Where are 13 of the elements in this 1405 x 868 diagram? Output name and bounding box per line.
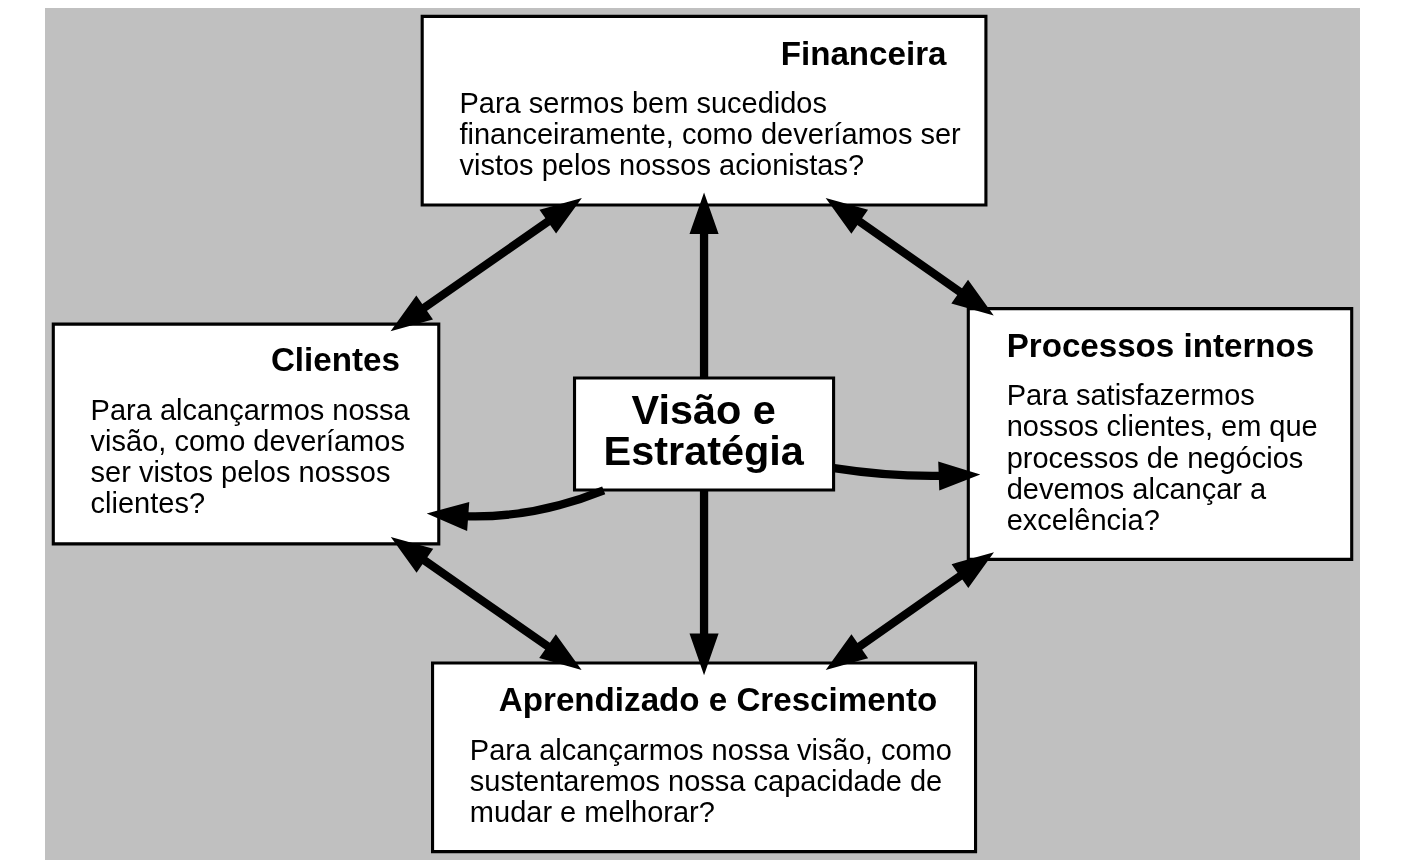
- arrow: [825, 197, 994, 316]
- arrow: [689, 192, 719, 378]
- node-box: Financeira Para sermos bem sucedidos financeiramente, como deveríamos ser vistos pelos nossos acionistas?: [420, 14, 988, 207]
- node-box: Aprendizado e Crescimento Para alcançarmos nossa visão, como sustentaremos nossa capacidade de mudar e melhorar?: [431, 661, 978, 854]
- node-box: Visão e Estratégia: [572, 376, 836, 492]
- arrow: [825, 552, 994, 671]
- arrow: [426, 486, 606, 531]
- node-box: Clientes Para alcançarmos nossa visão, como deveríamos ser vistos pelos nossos clientes?: [51, 322, 441, 546]
- arrow: [390, 197, 582, 332]
- node-box: Processos internos Para satisfazermos nossos clientes, em que processos de negócios devemos alcançar a excelência?: [966, 307, 1354, 561]
- arrow: [390, 536, 582, 670]
- arrow: [833, 461, 981, 491]
- arrow: [689, 490, 719, 676]
